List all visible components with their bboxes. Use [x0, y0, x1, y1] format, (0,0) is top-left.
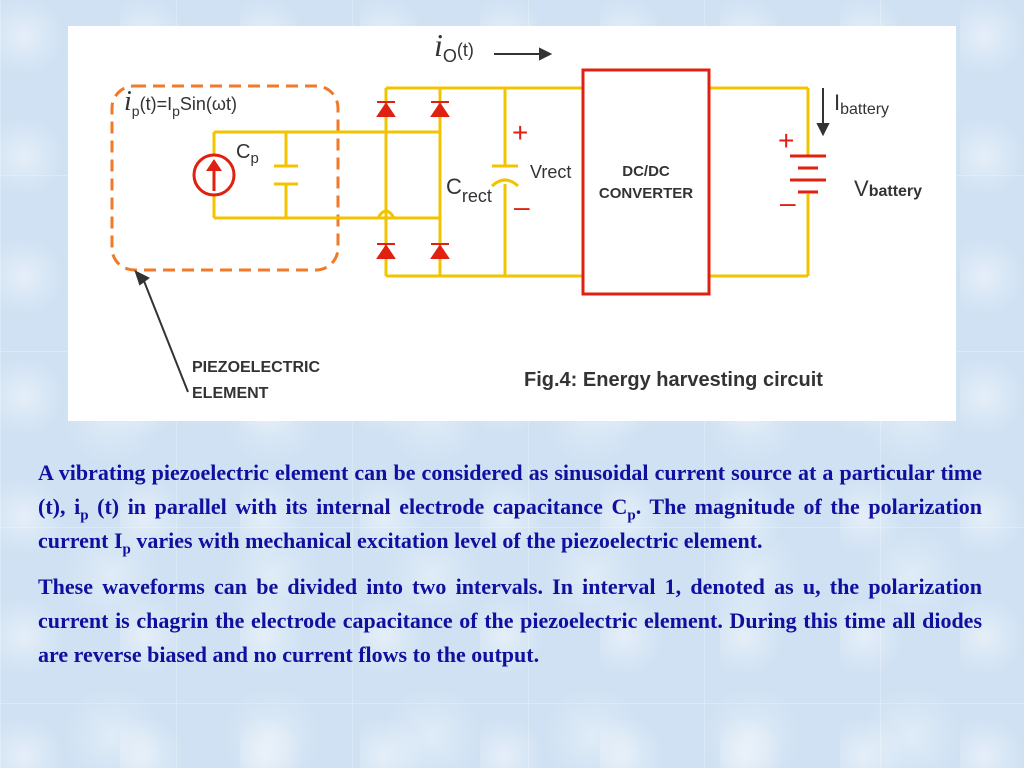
piezo-label-line1: PIEZOELECTRIC — [192, 359, 320, 376]
p1-sub-2: p — [627, 507, 636, 524]
source-label: ip(t)=IpSin(ωt) — [124, 86, 237, 119]
ibattery-arrow-icon — [816, 88, 830, 137]
converter-label-line1: DC/DC — [622, 163, 670, 180]
converter-label-line2: CONVERTER — [599, 185, 693, 202]
piezo-boundary — [110, 84, 340, 272]
body-text: A vibrating piezoelectric element can be… — [38, 456, 982, 684]
p1-part-a: A vibrating piezoelectric element can be… — [38, 460, 982, 519]
p1-sub-1: p — [80, 507, 89, 524]
p1-part-b: (t) in parallel with its internal electr… — [88, 494, 628, 519]
crect-capacitor — [490, 164, 520, 188]
vrect-plus: + — [512, 117, 528, 148]
battery-plus: + — [778, 125, 794, 156]
io-label: iO(t) — [434, 27, 474, 66]
cp-capacitor — [274, 164, 298, 186]
cp-label: Cp — [236, 141, 259, 167]
figure-caption: Fig.4: Energy harvesting circuit — [524, 369, 823, 391]
bridge-diodes — [376, 101, 450, 259]
wire-crossover — [376, 209, 396, 219]
battery-symbol — [790, 154, 826, 194]
paragraph-1: A vibrating piezoelectric element can be… — [38, 456, 982, 558]
vbattery-label: Vbattery — [854, 176, 922, 201]
circuit-figure: ip(t)=IpSin(ωt) Cp iO(t) Crect + – Vrect… — [68, 26, 956, 421]
vrect-minus: – — [514, 191, 530, 222]
ibattery-label: Ibattery — [834, 90, 889, 118]
dc-dc-converter — [581, 68, 711, 296]
piezo-label-line2: ELEMENT — [192, 385, 269, 402]
crect-label: Crect — [446, 174, 492, 206]
current-source — [192, 153, 236, 197]
battery-minus: – — [780, 187, 796, 218]
p1-part-c: . The magnitude of the polarization curr… — [38, 494, 983, 553]
circuit-diagram: ip(t)=IpSin(ωt) Cp iO(t) Crect + – Vrect… — [110, 27, 922, 402]
paragraph-2: These waveforms can be divided into two … — [38, 574, 982, 667]
p1-sub-3: p — [122, 541, 131, 558]
piezo-pointer-arrow-icon — [134, 270, 189, 393]
p1-part-d: varies with mechanical excitation level … — [130, 528, 763, 553]
vrect-label: Vrect — [530, 162, 571, 182]
io-arrow-icon — [494, 47, 553, 61]
